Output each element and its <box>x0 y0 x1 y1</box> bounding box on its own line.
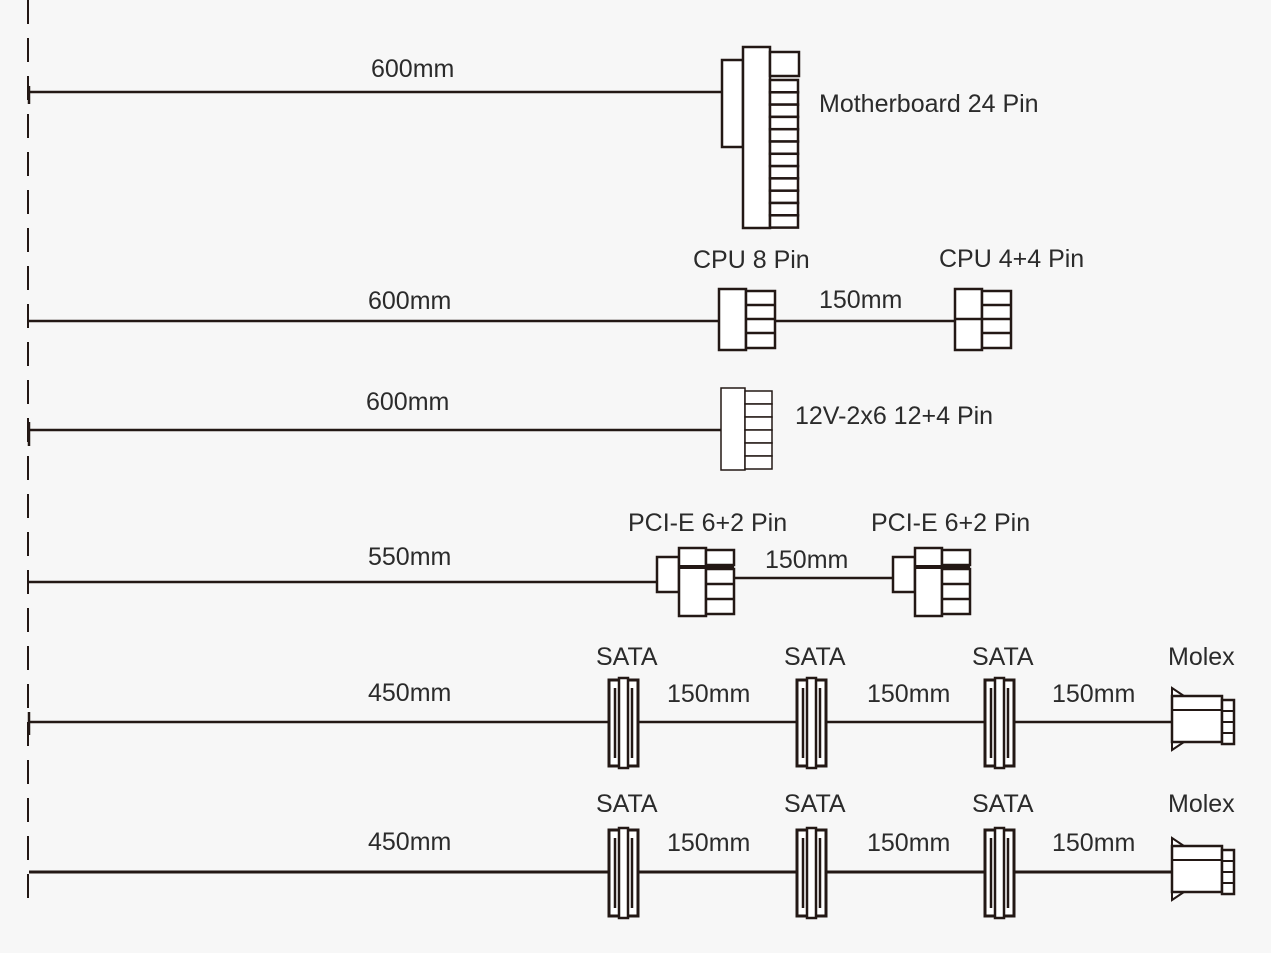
cpu-8pin-connector <box>717 287 777 352</box>
cable-sata-1 <box>27 676 1236 770</box>
connector-label: CPU 4+4 Pin <box>939 245 1085 273</box>
pcie-6plus2-connector <box>655 546 736 618</box>
molex-connector <box>1170 836 1236 902</box>
connector-label: SATA <box>596 790 658 818</box>
connector-label: CPU 8 Pin <box>693 246 810 274</box>
cable-length-label: 450mm <box>368 828 452 856</box>
sata-connector <box>795 826 828 920</box>
cpu-4plus4pin-connector <box>953 287 1013 352</box>
sata-connector <box>795 676 828 770</box>
cable-cpu <box>29 287 1013 352</box>
segment-length-label: 150mm <box>1052 680 1136 708</box>
cable-length-label: 600mm <box>368 287 452 315</box>
cable-pcie <box>29 546 972 618</box>
connector-label: SATA <box>972 643 1034 671</box>
connector-label: SATA <box>972 790 1034 818</box>
pcie-6plus2-connector <box>891 546 972 618</box>
segment-length-label: 150mm <box>819 286 903 314</box>
segment-length-label: 150mm <box>765 546 849 574</box>
connector-label: PCI-E 6+2 Pin <box>628 509 788 537</box>
molex-connector <box>1170 686 1236 752</box>
connector-label: SATA <box>784 790 846 818</box>
segment-length-label: 150mm <box>867 829 951 857</box>
connector-label: Molex <box>1168 643 1235 671</box>
segment-length-label: 150mm <box>667 829 751 857</box>
sata-connector <box>607 826 640 920</box>
connector-label: 12V-2x6 12+4 Pin <box>795 402 994 430</box>
segment-length-label: 150mm <box>867 680 951 708</box>
connector-label: SATA <box>596 643 658 671</box>
cable-length-label: 550mm <box>368 543 452 571</box>
cable-length-label: 450mm <box>368 679 452 707</box>
cable-length-label: 600mm <box>371 55 455 83</box>
cable-12v-2x6 <box>27 387 773 471</box>
connector-label: PCI-E 6+2 Pin <box>871 509 1031 537</box>
segment-length-label: 150mm <box>1052 829 1136 857</box>
cable-length-label: 600mm <box>366 388 450 416</box>
12v-2x6-connector <box>720 387 773 471</box>
cable-motherboard <box>27 45 801 230</box>
connector-label: Molex <box>1168 790 1235 818</box>
motherboard-24pin-connector <box>720 45 801 230</box>
sata-connector <box>983 676 1016 770</box>
connector-label: Motherboard 24 Pin <box>819 90 1039 118</box>
sata-connector <box>607 676 640 770</box>
segment-length-label: 150mm <box>667 680 751 708</box>
sata-connector <box>983 826 1016 920</box>
cable-sata-2 <box>29 826 1236 920</box>
connector-label: SATA <box>784 643 846 671</box>
